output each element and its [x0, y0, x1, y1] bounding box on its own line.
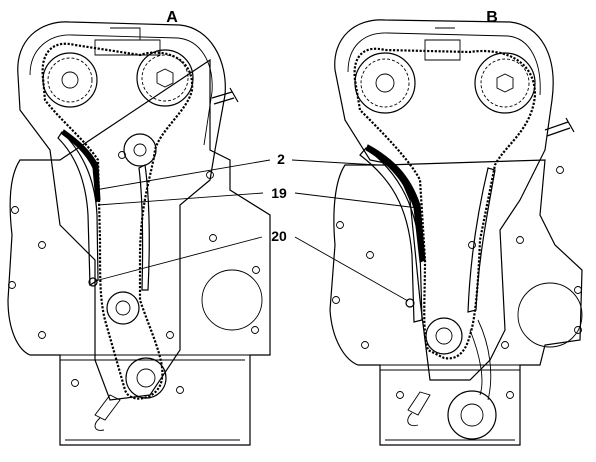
engine-b-pipe: [544, 117, 575, 137]
engine-a: A: [7, 9, 271, 446]
callout-20-leader-a: [94, 236, 263, 282]
callout-20: 20: [94, 228, 409, 302]
engine-b-sump: [375, 364, 525, 441]
engine-a-timing-cover: [17, 21, 226, 401]
callout-19-number: 19: [271, 185, 287, 201]
engine-a-oil-pickup: [94, 394, 121, 431]
engine-a-timing-chain: [41, 42, 194, 400]
engine-b-right-guide: [467, 167, 496, 313]
engine-b-cover-inner: [347, 32, 541, 96]
engine-b: B: [329, 9, 583, 446]
engine-b-lower-guide: [469, 319, 492, 401]
engine-a-exhaust-sprocket: [136, 49, 194, 107]
callout-2-number: 2: [277, 151, 285, 167]
engine-a-cover-inner: [29, 34, 213, 146]
engine-b-bolt-20: [405, 298, 415, 308]
callout-2-leader-a: [94, 159, 271, 191]
engine-a-crank-sprocket: [106, 291, 140, 325]
panel-label-a: A: [166, 9, 178, 26]
callout-20-leader-b: [294, 236, 409, 302]
engine-a-bolt-20: [88, 277, 98, 287]
callout-19: 19: [97, 185, 419, 209]
callout-2-leader-b: [291, 159, 379, 166]
engine-a-pipe: [211, 87, 239, 105]
callout-20-number: 20: [271, 228, 287, 244]
engine-b-timing-cover: [334, 19, 554, 381]
engine-a-bolts: [8, 151, 260, 394]
engine-a-housing-circle: [201, 269, 263, 331]
engine-a-sump: [55, 354, 255, 441]
engine-a-right-guide: [138, 164, 150, 291]
engine-a-head-rail: [94, 27, 161, 56]
engine-b-guide-rail: [359, 147, 423, 323]
callout-2: 2: [94, 151, 379, 191]
engine-b-tensioner-rail: [365, 144, 426, 263]
panel-label-b: B: [486, 9, 498, 26]
engine-b-head-rail: [424, 27, 461, 61]
callout-19-leader-b: [294, 192, 419, 209]
engine-b-oilpump-sprocket: [447, 390, 497, 440]
engine-b-oil-pickup: [407, 391, 431, 427]
engine-a-intake-sprocket: [42, 52, 98, 108]
engine-b-intake-sprocket: [354, 52, 416, 114]
engine-b-crank-sprocket: [425, 317, 463, 355]
engine-b-exhaust-sprocket: [474, 52, 536, 114]
engine-a-block-outline: [7, 58, 271, 446]
engine-a-oilpump-sprocket: [125, 357, 167, 399]
engine-a-idler: [123, 133, 157, 167]
engine-b-block-outline: [329, 159, 583, 446]
callout-19-leader-a: [97, 192, 264, 206]
engine-b-bolts: [332, 166, 582, 399]
engine-b-housing-circle: [517, 282, 583, 348]
